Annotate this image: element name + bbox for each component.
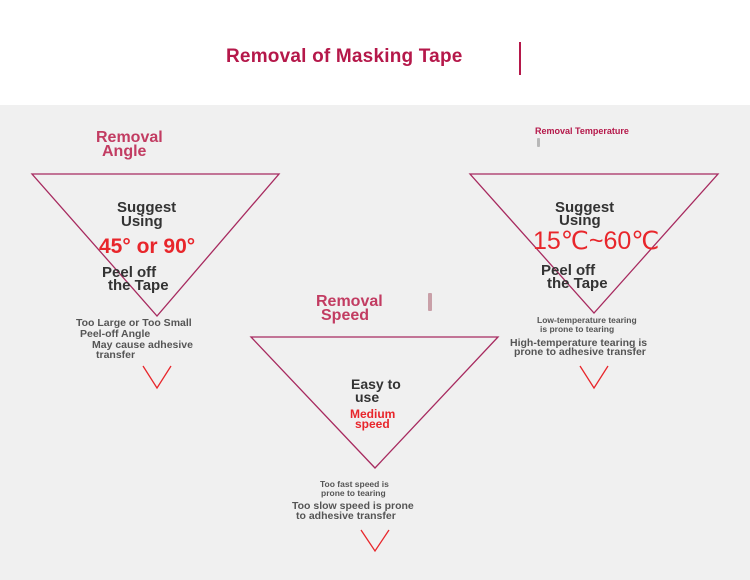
angle-note-line-2: Peel-off Angle	[80, 328, 151, 340]
angle-peel-line-2: the Tape	[108, 277, 169, 294]
temperature-note-line-1: Low-temperature tearing	[537, 315, 637, 325]
temperature-note-line-4: prone to adhesive transfer	[514, 346, 646, 358]
angle-heading-line-1: Removal	[96, 129, 163, 146]
speed-heading-line-2: Speed	[321, 307, 370, 324]
temperature-peel-line-1: Peel off	[541, 262, 596, 279]
temperature-heading-mark	[537, 138, 540, 147]
temperature-note-line-2: is prone to tearing	[540, 324, 615, 334]
angle-triangle	[30, 173, 281, 317]
angle-note-line-4: transfer	[96, 349, 136, 361]
speed-note-line-4: to adhesive transfer	[296, 510, 396, 522]
temperature-heading: Removal Temperature	[535, 126, 629, 136]
temperature-suggest-line-2: Using	[559, 212, 601, 229]
speed-easy-line-1: Easy to	[351, 376, 401, 392]
speed-heading-line-1: Removal	[316, 293, 383, 310]
speed-note-line-3: Too slow speed is prone	[292, 500, 414, 512]
speed-note-line-2: prone to tearing	[321, 488, 386, 498]
speed-chevron-icon	[360, 529, 390, 553]
temperature-value: 15℃~60℃	[533, 227, 660, 255]
page-title: Removal of Masking Tape	[226, 46, 463, 67]
speed-easy-line-2: use	[355, 389, 380, 405]
speed-triangle	[249, 336, 500, 469]
angle-chevron-icon	[142, 365, 172, 390]
speed-value-line-2: speed	[355, 417, 390, 431]
speed-note-line-1: Too fast speed is	[320, 479, 389, 489]
header: Removal of Masking Tape	[0, 0, 750, 105]
angle-note-line-3: May cause adhesive	[92, 339, 193, 351]
angle-suggest-line-1: Suggest	[117, 199, 177, 216]
speed-value-line-1: Medium	[350, 407, 396, 421]
angle-note-line-1: Too Large or Too Small	[76, 317, 192, 329]
angle-suggest-line-2: Using	[121, 213, 163, 230]
angle-peel-line-1: Peel off	[102, 264, 157, 281]
title-accent-bar	[519, 42, 521, 75]
angle-heading-line-2: Angle	[102, 143, 147, 160]
content-panel	[0, 105, 750, 580]
angle-value: 45° or 90°	[99, 235, 196, 258]
temperature-triangle	[468, 173, 720, 314]
speed-heading-mark	[428, 293, 432, 311]
temperature-chevron-icon	[579, 365, 609, 390]
temperature-suggest-line-1: Suggest	[555, 199, 615, 216]
temperature-peel-line-2: the Tape	[547, 275, 608, 292]
temperature-note-line-3: High-temperature tearing is	[510, 337, 648, 349]
